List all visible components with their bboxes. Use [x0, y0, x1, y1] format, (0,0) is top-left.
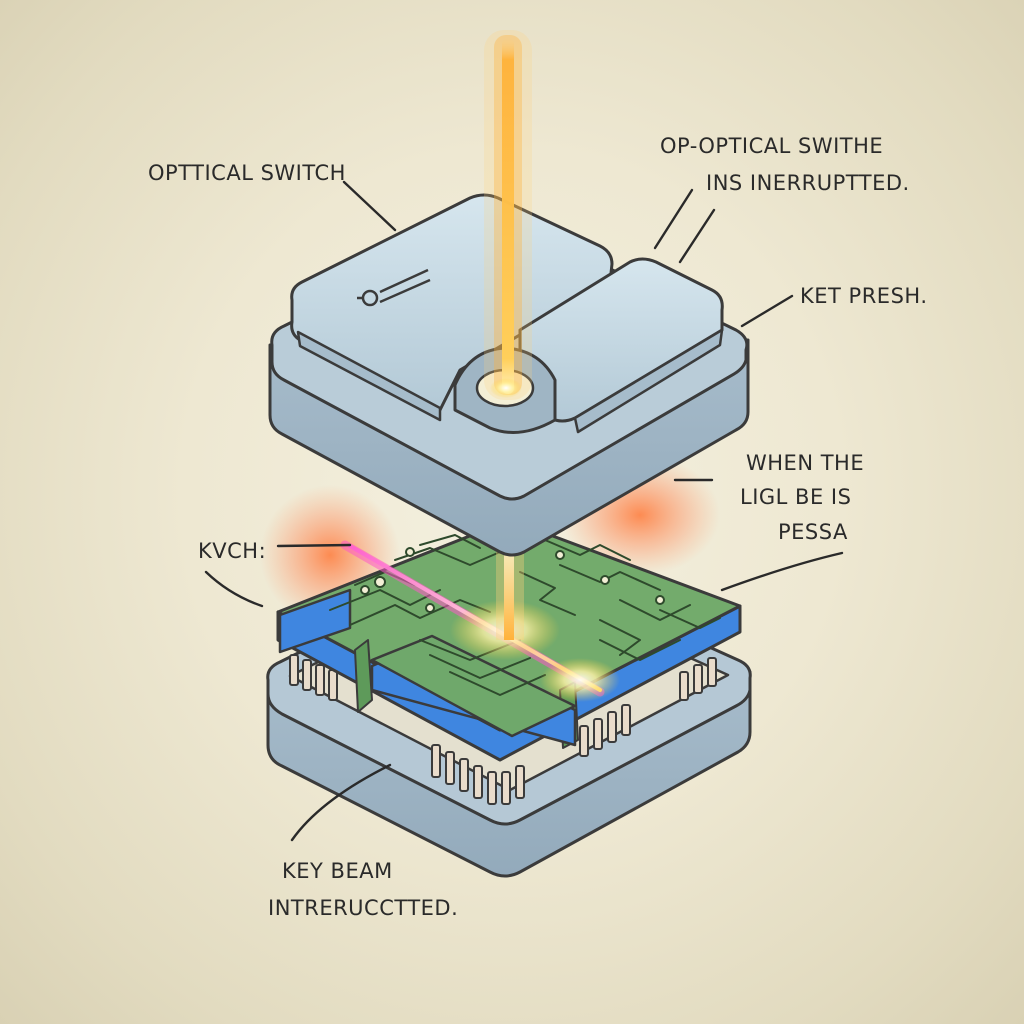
label-key-press: KET PRESH.	[800, 284, 928, 308]
label-optical-switch: OPTTICAL SWITCH	[148, 161, 346, 185]
light-beam-vertical	[484, 30, 532, 400]
label-kvch: KVCH:	[198, 539, 267, 563]
leader-lines	[204, 180, 844, 842]
label-when-line1: WHEN THE	[746, 451, 865, 475]
leader-optical-interrupted-2	[678, 208, 716, 264]
leader-key-beam	[290, 763, 392, 842]
leader-optical-switch	[342, 180, 397, 232]
pcb-pins	[289, 654, 717, 805]
leader-pessa	[720, 551, 844, 592]
leader-key-press	[740, 294, 794, 328]
leader-optical-interrupted-1	[653, 188, 694, 250]
light-beam-lower	[496, 540, 524, 640]
label-when-line2: LIGL BE IS	[740, 485, 852, 509]
label-optical-interrupted-line1: OP-OPTICAL SWITHE	[660, 134, 884, 158]
label-key-beam-line2: INTRERUCCTTED.	[268, 896, 459, 920]
leader-kvch	[276, 543, 352, 548]
label-when-line3: PESSA	[778, 520, 848, 544]
label-key-beam-line1: KEY BEAM	[282, 859, 393, 883]
label-optical-interrupted-line2: INS INERRUPTTED.	[706, 171, 910, 195]
leader-kvch-curve	[204, 570, 264, 608]
